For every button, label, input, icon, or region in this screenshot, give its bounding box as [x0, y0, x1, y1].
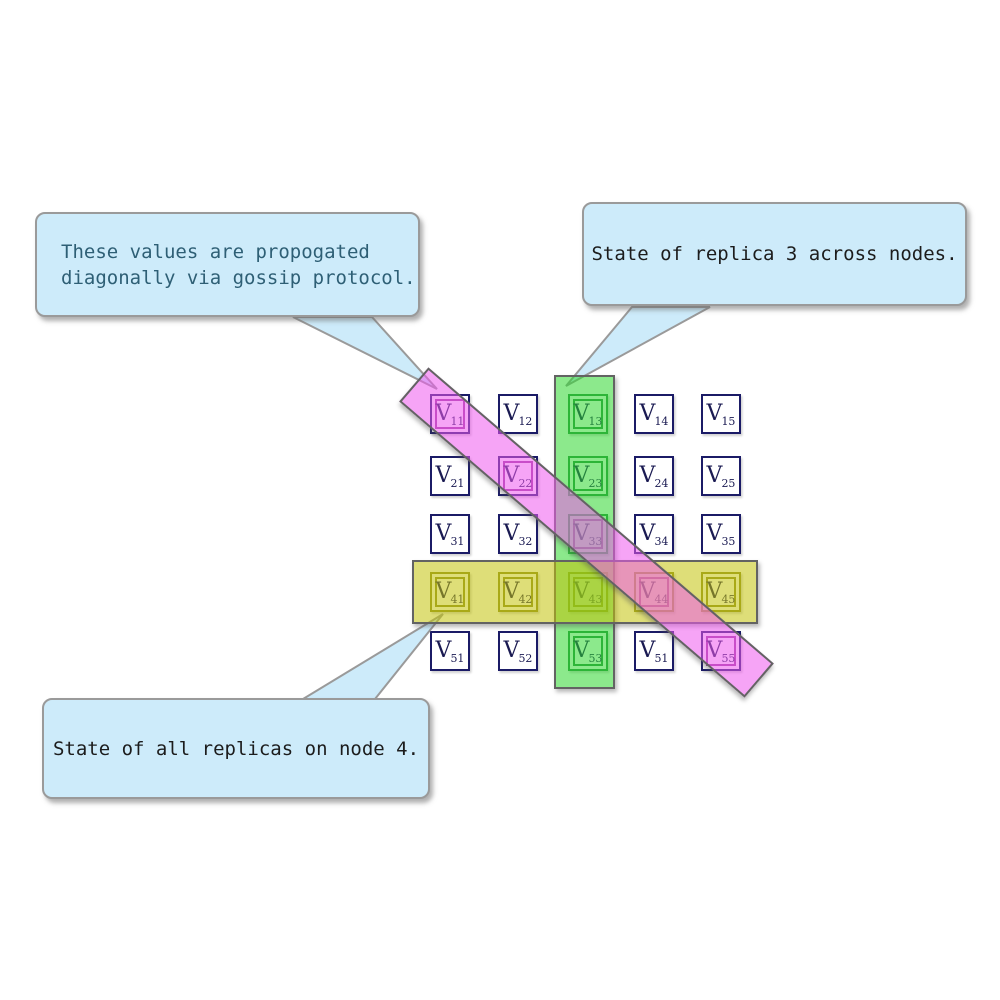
- gossip-callout-line2: diagonally via gossip protocol.: [61, 266, 416, 289]
- node-callout-pointer: [299, 613, 444, 700]
- gossip-callout-pointer: [292, 316, 438, 390]
- replica-callout-pointer: [565, 306, 711, 387]
- cell-label: V34: [639, 521, 669, 549]
- replica-callout-text: State of replica 3 across nodes.: [591, 243, 958, 265]
- cell-label: V14: [639, 401, 669, 429]
- node-callout-text: State of all replicas on node 4.: [52, 737, 420, 760]
- matrix-cell-r2c1: V21: [430, 456, 470, 496]
- cell-label: V12: [503, 401, 533, 429]
- matrix-cell-r3c2: V32: [498, 514, 538, 554]
- matrix-cell-r1c5: V15: [701, 394, 741, 434]
- cell-label: V31: [435, 521, 465, 549]
- cell-label: V32: [503, 521, 533, 549]
- matrix-cell-r1c2: V12: [498, 394, 538, 434]
- replica-callout: State of replica 3 across nodes.: [582, 202, 967, 306]
- matrix-cell-r5c1: V51: [430, 631, 470, 671]
- cell-label: V21: [435, 463, 465, 491]
- matrix-cell-r2c5: V25: [701, 456, 741, 496]
- matrix-cell-r3c4: V34: [634, 514, 674, 554]
- matrix-cell-r2c4: V24: [634, 456, 674, 496]
- gossip-callout: These values are propogated diagonally v…: [35, 212, 420, 317]
- cell-label: V24: [639, 463, 669, 491]
- cell-label: V51: [435, 638, 465, 666]
- cell-label: V25: [706, 463, 736, 491]
- node-callout: State of all replicas on node 4.: [42, 698, 430, 799]
- cell-label: V51: [639, 638, 669, 666]
- cell-label: V35: [706, 521, 736, 549]
- gossip-callout-line1: These values are propogated: [61, 240, 370, 263]
- matrix-cell-r1c4: V14: [634, 394, 674, 434]
- matrix-cell-r5c4: V51: [634, 631, 674, 671]
- matrix-cell-r3c5: V35: [701, 514, 741, 554]
- cell-label: V15: [706, 401, 736, 429]
- matrix-cell-r3c1: V31: [430, 514, 470, 554]
- matrix-cell-r5c2: V52: [498, 631, 538, 671]
- cell-label: V52: [503, 638, 533, 666]
